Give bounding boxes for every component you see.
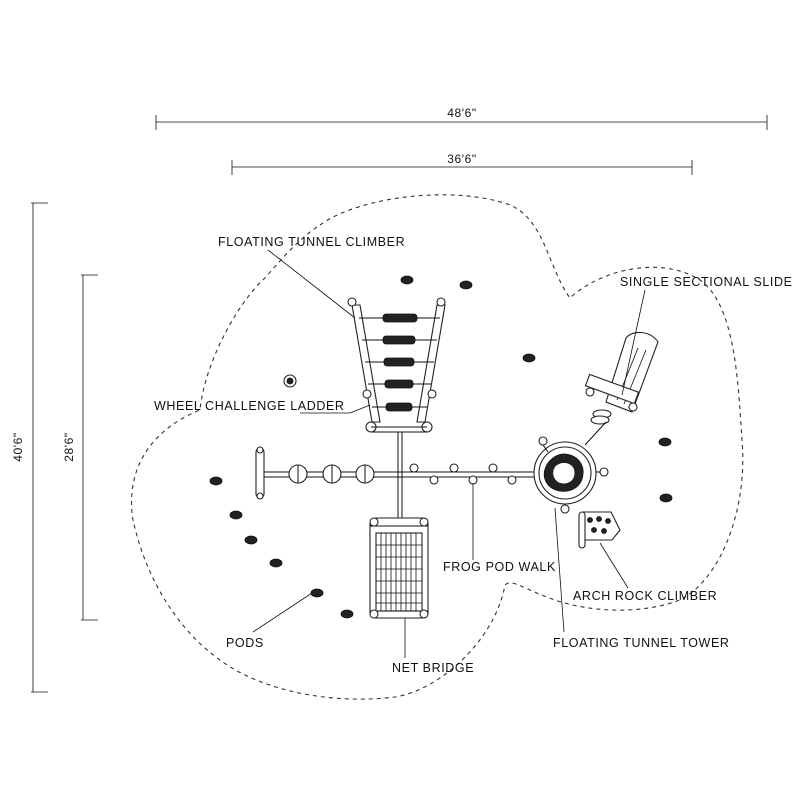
dimension-overall-width: 48'6" bbox=[155, 106, 768, 130]
single-sectional-slide bbox=[584, 331, 659, 446]
arch-rock-climber bbox=[578, 511, 621, 549]
label-net-bridge: NET BRIDGE bbox=[392, 661, 474, 675]
floating-tunnel-tower bbox=[533, 436, 609, 514]
dimension-overall-depth: 40'6" bbox=[11, 202, 48, 693]
label-wheel-challenge-ladder: WHEEL CHALLENGE LADDER bbox=[154, 399, 345, 413]
pod bbox=[400, 275, 414, 285]
pod bbox=[269, 558, 283, 568]
dimension-overall-width-label: 48'6" bbox=[447, 106, 477, 120]
label-floating-tunnel-climber: FLOATING TUNNEL CLIMBER bbox=[218, 235, 405, 249]
dimension-overall-depth-label: 40'6" bbox=[11, 432, 25, 462]
callout-leaders bbox=[252, 249, 646, 658]
label-frog-pod-walk: FROG POD WALK bbox=[443, 560, 556, 574]
frog-pod-walk bbox=[409, 463, 517, 485]
pod bbox=[244, 535, 258, 545]
label-arch-rock-climber: ARCH ROCK CLIMBER bbox=[573, 589, 717, 603]
label-floating-tunnel-tower: FLOATING TUNNEL TOWER bbox=[553, 636, 730, 650]
dimension-inner-depth: 28'6" bbox=[62, 274, 98, 621]
dimension-lines: 48'6" 36'6" 40'6" 28'6" bbox=[11, 106, 768, 693]
net-bridge-mesh bbox=[376, 533, 422, 611]
label-single-sectional-slide: SINGLE SECTIONAL SLIDE bbox=[620, 275, 793, 289]
pod bbox=[658, 437, 672, 447]
dimension-inner-depth-label: 28'6" bbox=[62, 432, 76, 462]
climber-rungs bbox=[359, 313, 440, 412]
pods bbox=[209, 275, 673, 619]
net-bridge bbox=[369, 517, 429, 619]
safety-zone-boundary bbox=[131, 194, 744, 700]
pod bbox=[209, 476, 223, 486]
pod bbox=[283, 374, 297, 388]
wheel-challenge-ladder bbox=[288, 464, 375, 484]
pod bbox=[522, 353, 536, 363]
wheel-ladder-end-frame bbox=[255, 446, 265, 500]
pod bbox=[229, 510, 243, 520]
label-pods: PODS bbox=[226, 636, 264, 650]
callout-labels: FLOATING TUNNEL CLIMBER SINGLE SECTIONAL… bbox=[154, 235, 793, 675]
pod bbox=[659, 493, 673, 503]
dimension-inner-width-label: 36'6" bbox=[447, 152, 477, 166]
pod bbox=[310, 588, 324, 598]
pod bbox=[340, 609, 354, 619]
floating-tunnel-climber bbox=[347, 297, 446, 433]
pod bbox=[459, 280, 473, 290]
dimension-inner-width: 36'6" bbox=[231, 152, 693, 175]
